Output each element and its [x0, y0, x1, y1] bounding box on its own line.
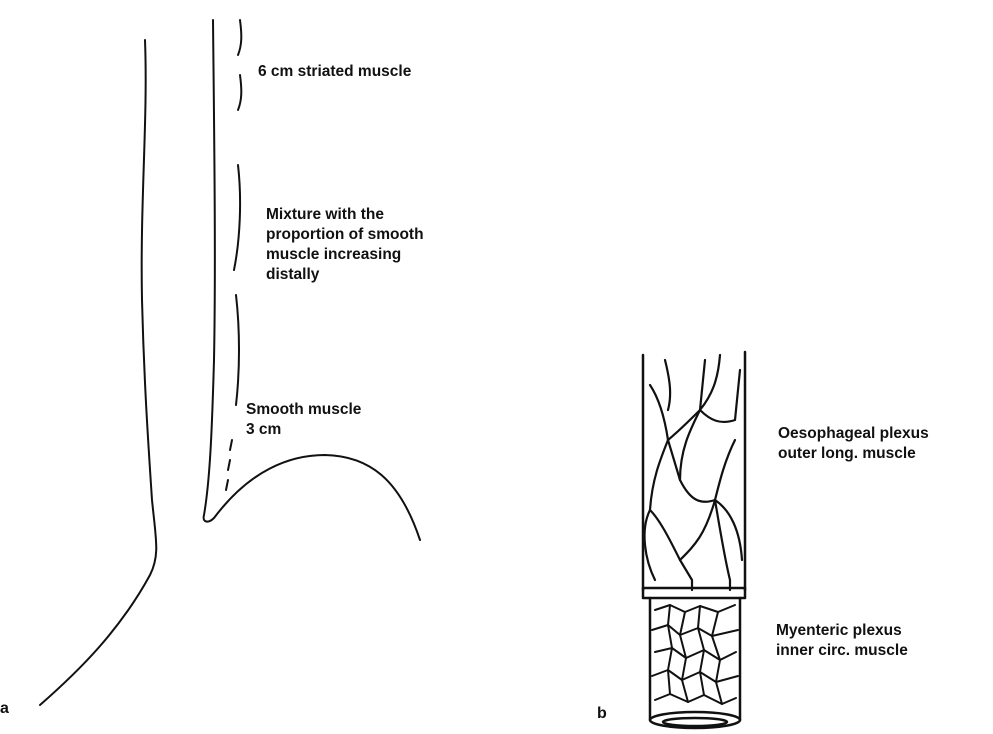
panel-label-b: b	[597, 705, 607, 722]
label-oesophageal-line: outer long. muscle	[778, 445, 916, 462]
muscle-zone-markers	[225, 19, 243, 491]
label-smooth-muscle: Smooth muscle 3 cm	[246, 400, 361, 440]
label-mixture-line: muscle increasing	[266, 246, 402, 263]
label-mixture-line: distally	[266, 266, 320, 283]
label-myenteric-plexus: Myenteric plexus inner circ. muscle	[776, 621, 908, 661]
panel-label-a: a	[0, 700, 9, 717]
label-smooth-line: Smooth muscle	[246, 401, 362, 418]
oesophageal-plexus-network	[643, 353, 744, 592]
label-mixture-line: proportion of smooth	[266, 226, 424, 243]
label-mixture: Mixture with the proportion of smooth mu…	[266, 205, 424, 285]
myenteric-plexus-network	[651, 604, 739, 705]
label-striated-muscle: 6 cm striated muscle	[258, 63, 412, 80]
label-myenteric-line: Myenteric plexus	[776, 622, 902, 639]
label-mixture-line: Mixture with the	[266, 206, 384, 223]
oesophagus-section-b	[641, 350, 747, 730]
label-oesophageal-plexus: Oesophageal plexus outer long. muscle	[778, 424, 929, 464]
label-smooth-line: 3 cm	[246, 421, 282, 438]
label-myenteric-line: inner circ. muscle	[776, 642, 908, 659]
label-oesophageal-line: Oesophageal plexus	[778, 425, 929, 442]
oesophagus-outline-a	[39, 19, 421, 706]
